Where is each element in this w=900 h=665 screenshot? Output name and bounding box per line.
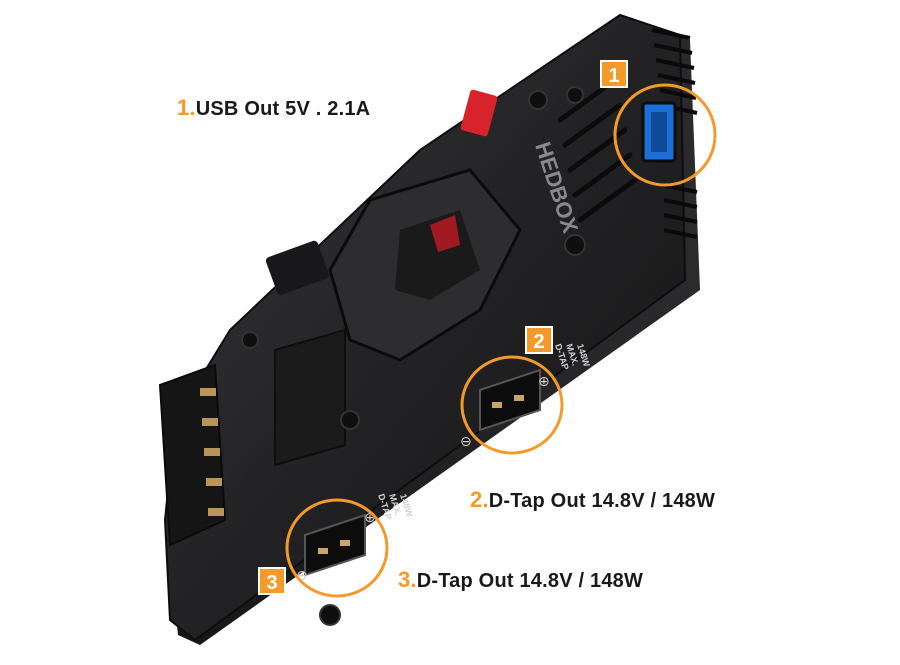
highlight-circle-dtap-2 (460, 355, 564, 455)
badge-3: 3 (258, 567, 286, 595)
highlight-circle-usb (613, 83, 717, 187)
red-latch-inner (430, 215, 460, 252)
plus-symbol-3: ⊕ (364, 510, 376, 526)
callout-dtap-2: 2.D-Tap Out 14.8V / 148W (470, 487, 715, 513)
badge-2: 2 (525, 326, 553, 354)
highlight-circle-dtap-3 (285, 498, 389, 598)
callout-3-number: 3. (398, 567, 417, 592)
callout-2-number: 2. (470, 487, 489, 512)
heatsink-ribs (651, 28, 698, 239)
minus-symbol-3: ⊖ (296, 568, 308, 584)
callout-dtap-3: 3.D-Tap Out 14.8V / 148W (398, 567, 643, 593)
callout-3-text: D-Tap Out 14.8V / 148W (416, 570, 644, 592)
callout-1-text: USB Out 5V . 2.1A (195, 98, 371, 120)
callout-usb-out: 1.USB Out 5V . 2.1A (177, 95, 370, 121)
plus-symbol-2: ⊕ (538, 374, 550, 390)
minus-symbol-2: ⊖ (460, 434, 472, 450)
red-latch (460, 89, 498, 137)
d-tap-port-3 (304, 513, 366, 577)
callout-2-text: D-Tap Out 14.8V / 148W (488, 490, 716, 512)
badge-1: 1 (600, 60, 628, 88)
d-tap-port-2 (479, 368, 541, 432)
callout-1-number: 1. (177, 95, 196, 120)
battery-pin-connector (158, 363, 227, 547)
